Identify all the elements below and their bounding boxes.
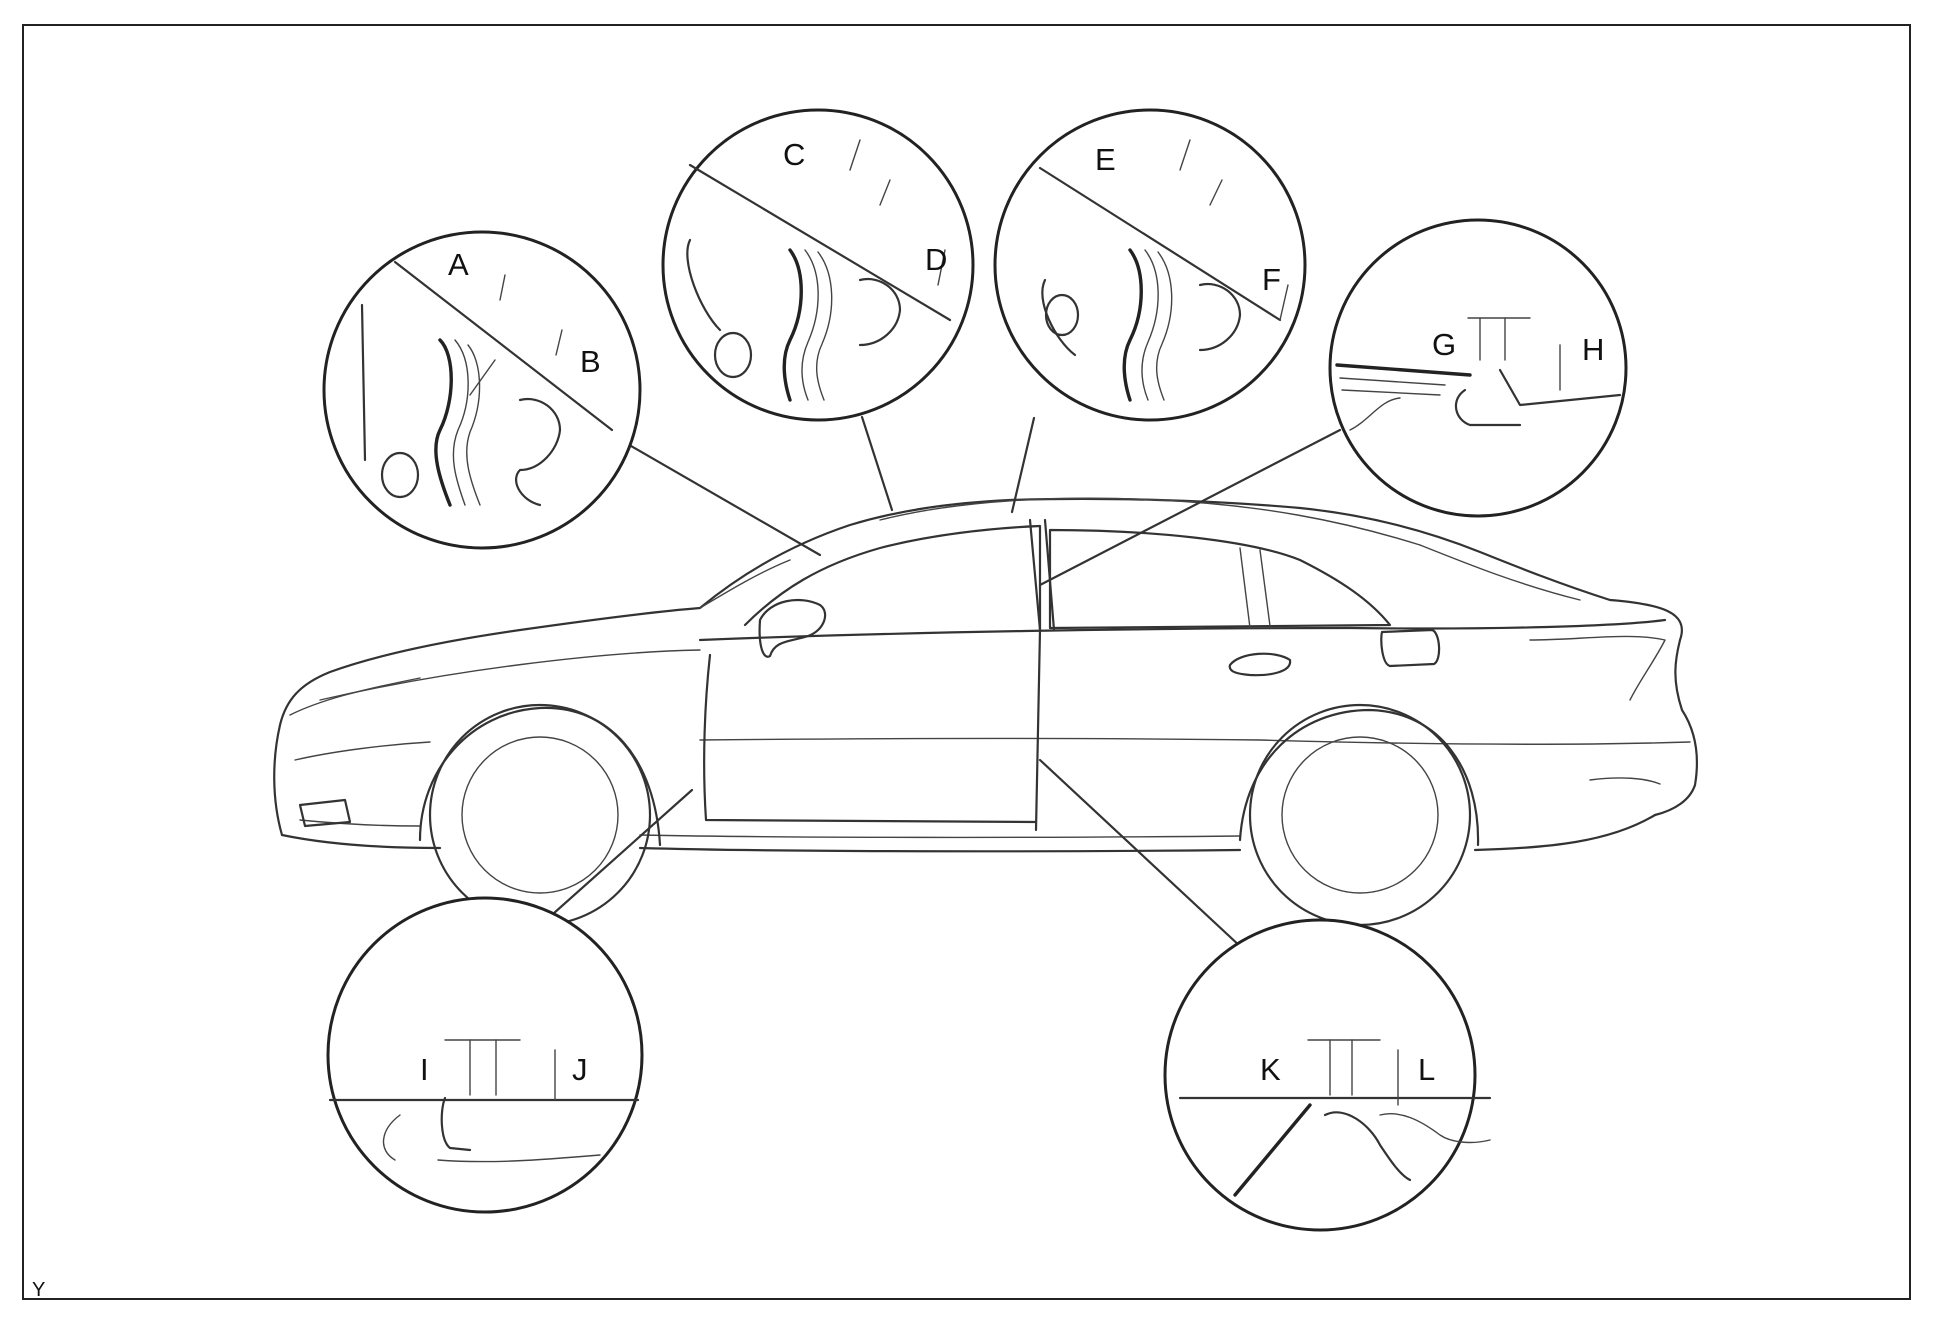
front-door bbox=[703, 653, 1038, 824]
gap-label-h: H bbox=[1582, 332, 1604, 367]
gap-label-a: A bbox=[448, 247, 469, 282]
gap-label-l: L bbox=[1418, 1052, 1435, 1087]
side-mirror bbox=[758, 598, 827, 658]
gap-label-d: D bbox=[925, 242, 947, 277]
detail-ij: I J bbox=[326, 896, 644, 1214]
gap-label-i: I bbox=[420, 1052, 429, 1087]
fuel-flap bbox=[1380, 628, 1441, 668]
detail-kl: K L bbox=[1163, 918, 1492, 1232]
rear-rim bbox=[1281, 736, 1439, 894]
gap-label-g: G bbox=[1432, 327, 1456, 362]
rear-window bbox=[1048, 528, 1392, 630]
gap-label-f: F bbox=[1262, 262, 1281, 297]
detail-ef: E F bbox=[993, 108, 1307, 422]
front-wheel-arch bbox=[418, 706, 662, 847]
rear-wheel bbox=[1248, 703, 1472, 927]
gap-label-e: E bbox=[1095, 142, 1116, 177]
detail-ab: A B bbox=[322, 230, 642, 550]
front-rim bbox=[461, 736, 619, 894]
rear-wheel-arch bbox=[1238, 708, 1480, 847]
figure-frame bbox=[22, 24, 1911, 1300]
car-side-view bbox=[273, 497, 1698, 927]
gap-label-c: C bbox=[783, 137, 805, 172]
gap-label-b: B bbox=[580, 344, 601, 379]
door-rear-edge bbox=[1028, 518, 1042, 832]
figure-code: Y bbox=[32, 1279, 45, 1301]
detail-gh: G H bbox=[1328, 218, 1628, 518]
front-window bbox=[743, 524, 1042, 632]
fog-lamp bbox=[298, 798, 352, 828]
rocker-line bbox=[280, 813, 1657, 853]
callout-lines bbox=[533, 415, 1342, 950]
door-handle bbox=[1228, 652, 1292, 677]
gap-label-k: K bbox=[1260, 1052, 1281, 1087]
front-wheel bbox=[428, 703, 652, 927]
detail-cd: C D bbox=[661, 108, 975, 422]
gap-label-j: J bbox=[572, 1052, 588, 1087]
